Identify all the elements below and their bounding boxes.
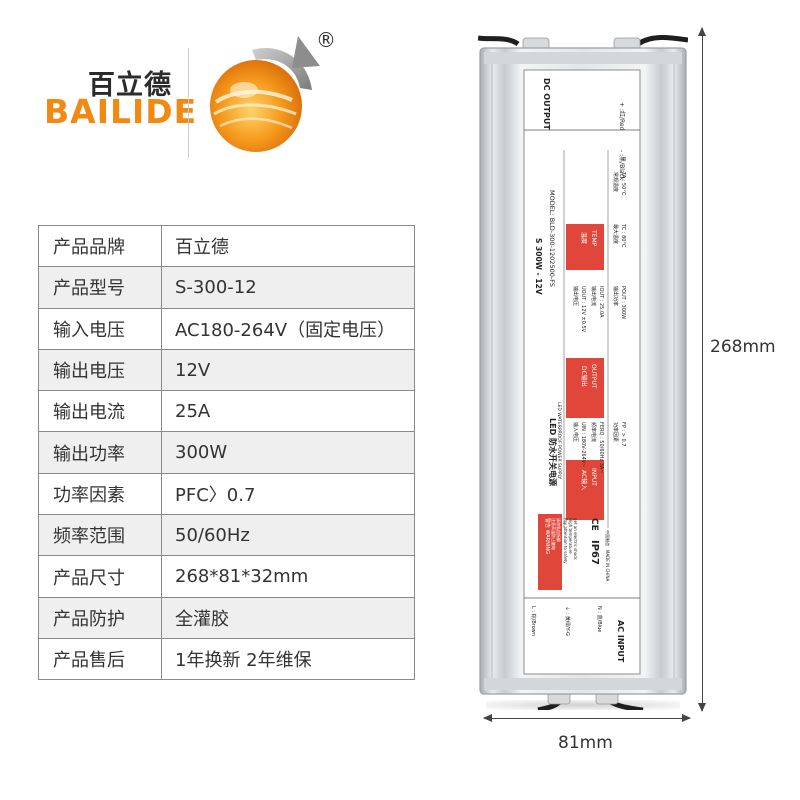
spec-label: 输入电压 [38,307,162,350]
label-warning-en2: High temperature [568,518,573,554]
label-temp-ta: TA : 50°C [620,171,626,196]
label-freq-cn: 频率电流 [590,422,597,442]
label-warning-cn1: 注意高温防止触电 [551,518,557,550]
width-dimension-label: 81mm [558,733,613,753]
label-out-i-cn: 输出电流 [590,286,597,306]
brand-logo: 百立德 BAILIDE ® [28,28,348,168]
ac-input-badge [566,460,604,520]
spec-label: 频率范围 [38,514,162,557]
label-out-p-cn: 输出功率 [612,286,619,306]
label-led-title-en: LED WATERPROOF POWER SUPPLY [556,402,562,479]
spec-label: 输出电压 [38,348,162,392]
spec-value: 50/60Hz [161,514,415,557]
label-ground-wire: ⏚ : 黄绿/Y-G [564,606,571,636]
label-ce-mark: CE [589,518,599,531]
label-pf: FP : > 0.7 [620,422,626,447]
label-live-wire: L : 棕/Brown [530,606,537,636]
spec-value: 25A [161,390,415,433]
label-out-i: IOUT : 25.0A [598,286,604,318]
logo-divider [188,48,189,158]
warning-badge [538,514,562,590]
spec-value: 268*81*32mm [161,555,415,598]
label-warning-title: 警告 WARNING [544,518,551,554]
logo-swirl-icon [210,36,320,152]
label-warning-cn2: 请勿私自拆解 [556,518,562,542]
label-model-line1: S 300W - 12V [534,238,543,295]
label-warning-en1: Pay attention to safety [563,518,568,564]
registered-mark: ® [316,28,336,52]
label-temp-ta-cn: 常规温度 [612,172,619,192]
spec-label: 功率因素 [38,472,162,516]
label-temp-badge-cn: 温度 [580,232,588,244]
label-freq: FERQ : 50/60Hz 3A~ [598,422,604,473]
spec-label: 输出功率 [38,431,162,474]
label-out-v-cn: 输出电压 [572,286,579,306]
spec-label: 输出电流 [38,390,162,433]
label-out-v: UOUT : 12V ±0.5V [580,286,586,333]
label-made-cn: 中国制造 [605,530,611,546]
label-dc-output: DC OUTPUT [542,78,551,130]
logo-chinese-name: 百立德 [88,70,172,101]
label-led-title-cn: LED 防水开关电源 [548,418,558,486]
spec-row: 产品防护全灌胶 [38,596,415,639]
spec-label: 产品防护 [38,596,162,639]
label-out-p: POUT : 300W [620,286,626,319]
label-neutral-wire: N : 蓝/Blue [596,606,603,632]
spec-value: PFC〉0.7 [161,472,415,516]
label-ac-badge-cn: AC输入 [580,470,588,490]
power-supply-image: DC OUTPUT + :红/Red - :黑/Black S 300W - 1… [478,35,688,710]
spec-row: 产品品牌百立德 [38,224,415,268]
spec-label: 产品型号 [38,266,162,309]
spec-value: S-300-12 [161,266,415,309]
logo-english-name: BAILIDE [44,92,198,131]
label-red-wire: + :红/Red [618,102,626,131]
label-model-line2: MODEL: BLD-300-1202500-FS [548,190,556,287]
label-pf-cn: 功率因素 [612,422,619,442]
spec-label: 产品售后 [38,637,162,681]
label-dc-badge-cn: DC输出 [580,366,588,387]
label-temp-badge: TEMP [590,229,597,247]
spec-value: 1年换新 2年维保 [161,637,415,681]
label-ac-badge: INPUT [590,468,597,486]
label-ac-input: AC INPUT [616,620,625,663]
dc-output-badge [566,358,604,418]
label-in-v-cn: 输入电压 [572,422,579,442]
spec-label: 产品品牌 [38,224,162,268]
length-dimension-label: 268mm [710,337,776,357]
spec-value: 全灌胶 [161,596,415,639]
spec-value: AC180-264V（固定电压） [161,307,415,350]
label-ip-rating: IP67 [589,540,600,565]
label-dc-badge: OUTPUT [590,364,597,389]
label-in-v: UIN : 180V-264V~ [580,422,586,467]
output-cable-left [478,35,520,47]
length-dimension-line [698,27,706,712]
spec-value: 百立德 [161,224,415,268]
spec-value: 300W [161,431,415,474]
product-shadow [486,700,680,710]
width-dimension-line [483,714,691,722]
label-temp-tc-cn: 最大温度 [612,224,619,244]
label-black-wire: - :黑/Black [618,150,625,181]
label-made-en: MADE IN CHINA [605,550,610,581]
output-cable-right [636,35,688,47]
spec-label: 产品尺寸 [38,555,162,598]
temp-badge [566,224,604,270]
label-temp-tc: TC : 80°C [620,223,626,248]
label-warning-en3: get an electric shock [573,518,578,560]
spec-value: 12V [161,348,415,392]
